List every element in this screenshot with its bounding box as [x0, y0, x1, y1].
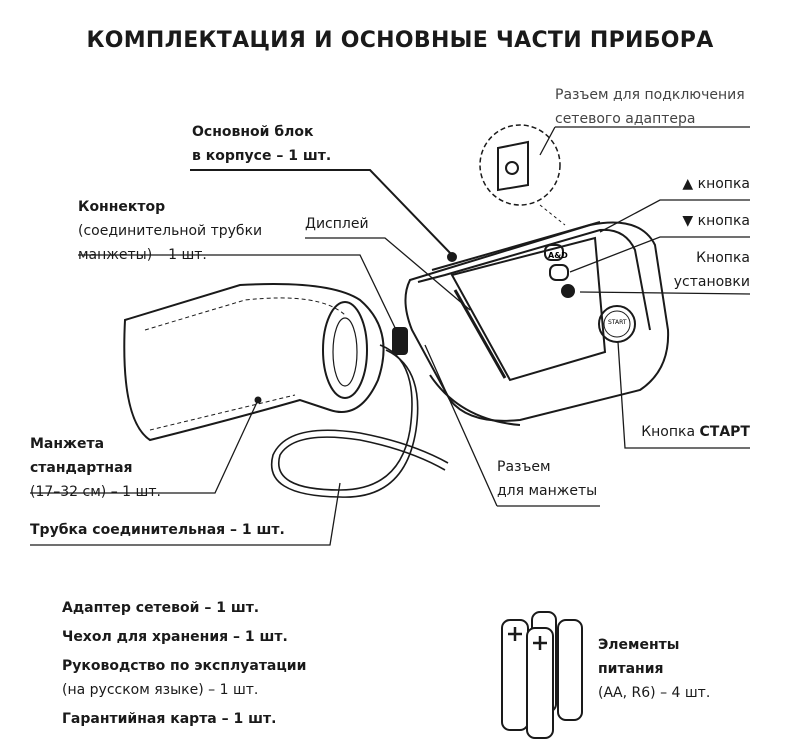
cuff-drawing	[123, 283, 385, 442]
batteries-drawing	[501, 611, 583, 739]
page-title: КОМПЛЕКТАЦИЯ И ОСНОВНЫЕ ЧАСТИ ПРИБОРА	[86, 28, 714, 53]
label-tube: Трубка соединительная – 1 шт.	[30, 522, 285, 538]
accessory-item: Руководство по эксплуатации	[62, 658, 307, 674]
accessory-item: Гарантийная карта – 1 шт.	[62, 711, 277, 727]
down-arrow-icon: ▼	[682, 213, 694, 229]
accessories-list: Адаптер сетевой – 1 шт. Чехол для хранен…	[62, 594, 306, 734]
up-arrow-icon: ▲	[682, 176, 694, 192]
adapter-socket-zoom	[479, 124, 561, 206]
connector-drawing	[392, 327, 408, 355]
main-unit-drawing	[404, 221, 670, 422]
label-down-button: ▼ кнопка	[682, 213, 750, 229]
start-button-text: START	[608, 319, 627, 326]
brand-logo: A&D	[548, 251, 568, 260]
accessory-item: (на русском языке) – 1 шт.	[62, 682, 259, 698]
label-up-button: ▲ кнопка	[682, 176, 750, 192]
label-display: Дисплей	[305, 216, 369, 232]
accessory-item: Чехол для хранения – 1 шт.	[62, 629, 288, 645]
accessory-item: Адаптер сетевой – 1 шт.	[62, 600, 260, 616]
tube-drawing	[278, 344, 446, 491]
label-start-button: Кнопка СТАРТ	[641, 424, 750, 440]
